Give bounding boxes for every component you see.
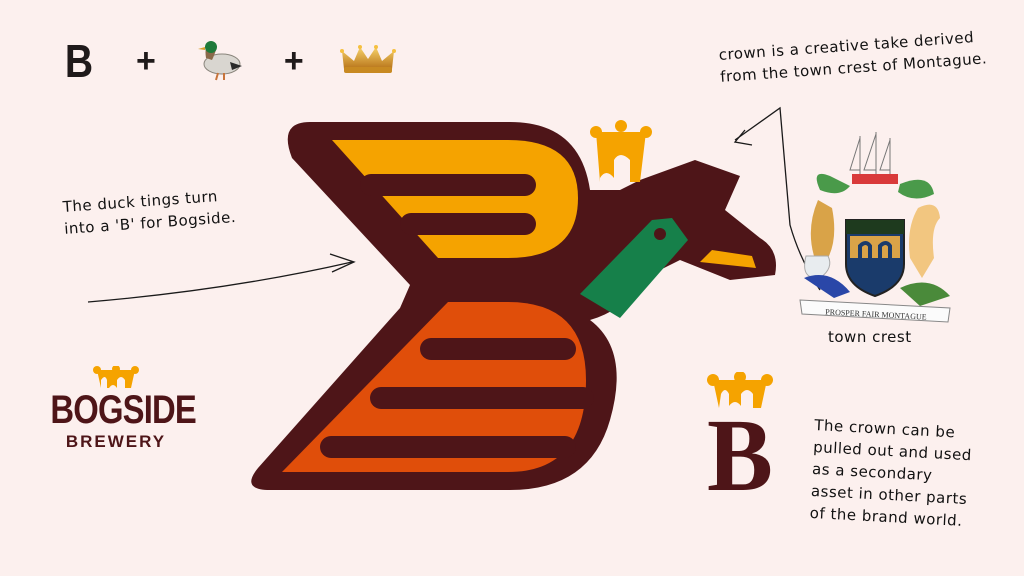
concept-equation: B + + bbox=[62, 35, 396, 87]
plus-sign: + bbox=[136, 41, 156, 80]
town-crest-label: town crest bbox=[828, 328, 912, 346]
brand-subname: BREWERY bbox=[65, 432, 167, 451]
plus-sign: + bbox=[283, 41, 304, 80]
crown-asset-note: The crown can be pulled out and used as … bbox=[809, 414, 995, 533]
duck-icon bbox=[192, 36, 244, 87]
equation-letter-b: B bbox=[64, 35, 94, 87]
secondary-b-letter: B bbox=[707, 398, 773, 513]
bogside-wordmark: BOGSIDE BREWERY bbox=[36, 366, 197, 452]
crown-icon bbox=[339, 43, 396, 80]
crown-icon bbox=[93, 366, 139, 388]
secondary-b-mark: B bbox=[700, 372, 780, 513]
crown-icon bbox=[707, 372, 773, 408]
brand-name: BOGSIDE bbox=[50, 388, 196, 432]
duck-b-logo bbox=[251, 120, 776, 490]
town-crest-image: PROSPER FAIR MONTAGUE bbox=[799, 132, 951, 323]
